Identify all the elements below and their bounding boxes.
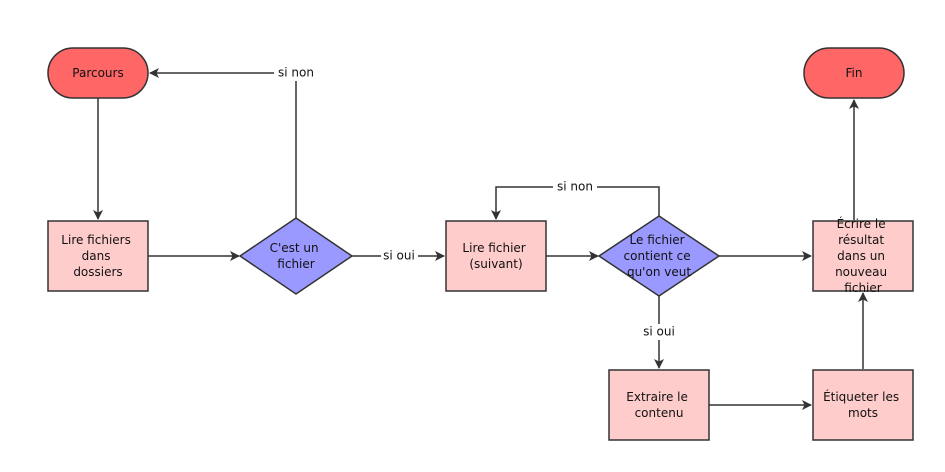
edge-label-background <box>381 248 418 264</box>
edge-label-background <box>553 179 597 195</box>
node-cest-un-fichier: C'est un fichier <box>238 217 354 295</box>
process-shape <box>445 220 547 292</box>
node-ecrire-le-resultat: Écrire le résultat dans un nouveau fichi… <box>812 216 914 295</box>
edge-label-si-oui: si oui <box>643 325 675 339</box>
node-label: Lire fichiers dans dossiers <box>61 233 134 279</box>
process-shape <box>812 369 914 441</box>
edges: si non si oui si non si oui <box>93 65 868 410</box>
process-shape <box>47 220 149 292</box>
edge-cest-un-fichier-to-lire-fichier: si oui <box>352 248 445 264</box>
decision-shape <box>597 215 721 297</box>
node-label: Écrire le résultat dans un nouveau fichi… <box>835 216 891 295</box>
edge-label-si-oui: si oui <box>383 249 415 263</box>
node-le-fichier-contient: Le fichier contient ce qu'on veut <box>597 215 721 297</box>
node-label: Fin <box>846 66 863 80</box>
node-parcours: Parcours <box>47 47 149 99</box>
process-shape <box>608 369 710 441</box>
edge-contient-to-lire-fichier: si non <box>491 179 660 220</box>
edge-line <box>149 68 297 218</box>
node-lire-fichier-suivant: Lire fichier (suivant) <box>445 220 547 292</box>
node-extraire-le-contenu: Extraire le contenu <box>608 369 710 441</box>
node-etiqueter-les-mots: Étiqueter les mots <box>812 369 914 441</box>
node-label: C'est un fichier <box>270 241 323 271</box>
terminal-shape <box>803 47 905 99</box>
edge-contient-to-extraire: si oui <box>640 296 677 369</box>
edge-label-background <box>274 65 318 81</box>
edge-label-background <box>640 324 677 340</box>
node-lire-fichiers-dans-dossiers: Lire fichiers dans dossiers <box>47 220 149 292</box>
edge-label-si-non: si non <box>278 66 314 80</box>
node-label: Lire fichier (suivant) <box>462 241 529 271</box>
node-label: Parcours <box>72 66 123 80</box>
node-fin: Fin <box>803 47 905 99</box>
process-shape <box>812 220 914 292</box>
edge-label-si-non: si non <box>557 180 593 194</box>
node-label: Extraire le contenu <box>626 390 691 420</box>
node-label: Étiqueter les mots <box>823 389 903 420</box>
node-label: Le fichier contient ce qu'on veut <box>624 233 695 279</box>
edge-cest-un-fichier-to-parcours: si non <box>149 65 318 218</box>
terminal-shape <box>47 47 149 99</box>
decision-shape <box>238 217 354 295</box>
nodes: Parcours Lire fichiers dans dossiers C'e… <box>47 47 914 441</box>
